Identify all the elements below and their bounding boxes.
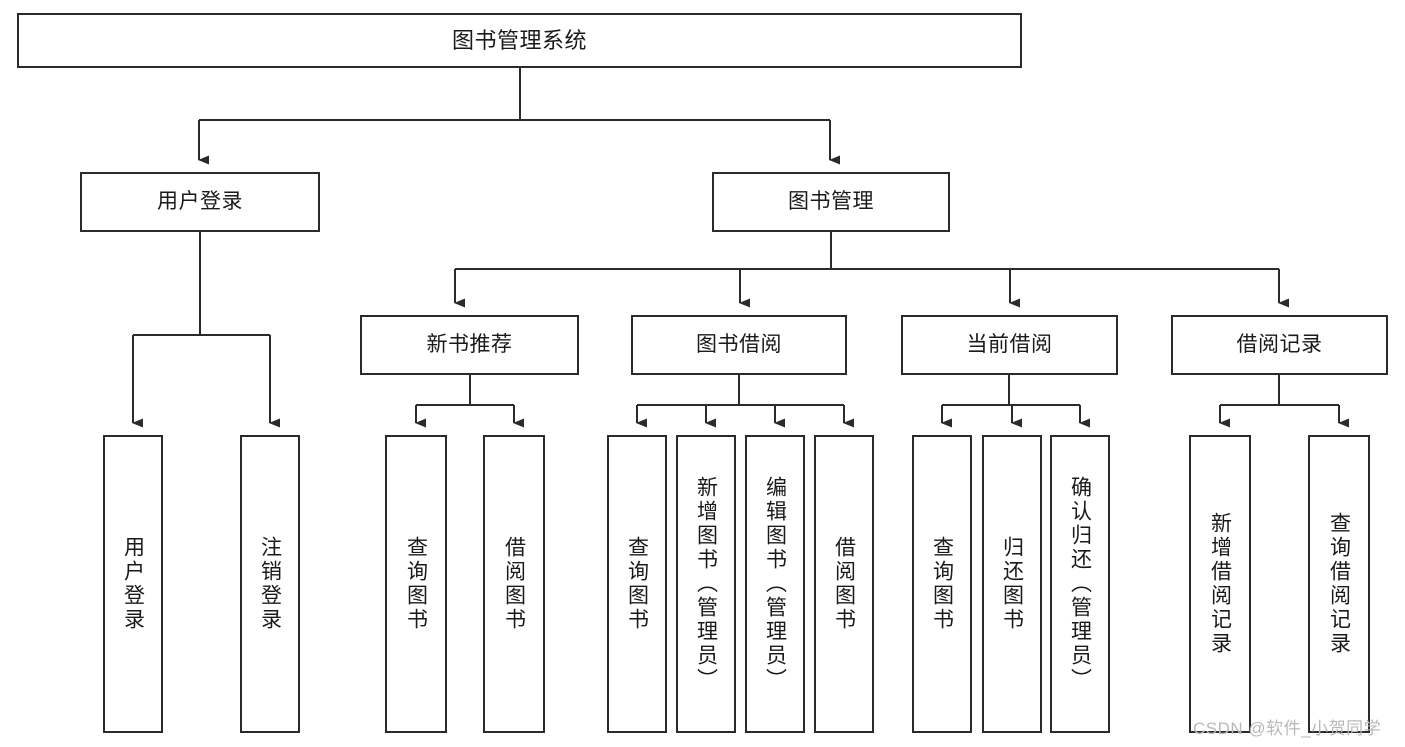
node-leaf-return-book[interactable]: 归还图书 — [982, 435, 1042, 733]
node-level3-borrow-record-label: 借阅记录 — [1236, 332, 1323, 356]
node-leaf-borrow-book[interactable]: 借阅图书 — [814, 435, 874, 733]
node-leaf-query-book-borrow[interactable]: 查询图书 — [607, 435, 667, 733]
node-leaf-return-book-label: 归还图书 — [1000, 536, 1024, 632]
node-leaf-edit-book-admin[interactable]: 编辑图书（管理员） — [745, 435, 805, 733]
node-leaf-query-book-recommend-label: 查询图书 — [404, 536, 428, 632]
node-leaf-add-borrow-record[interactable]: 新增借阅记录 — [1189, 435, 1251, 733]
watermark-text: CSDN @软件_小贺同学 — [1193, 719, 1382, 738]
node-leaf-add-book-admin-label: 新增图书（管理员） — [694, 476, 718, 692]
node-level3-borrow-record[interactable]: 借阅记录 — [1171, 315, 1388, 375]
node-leaf-confirm-return-admin-label: 确认归还（管理员） — [1068, 476, 1092, 692]
node-level3-book-borrow[interactable]: 图书借阅 — [631, 315, 847, 375]
node-leaf-borrow-book-recommend[interactable]: 借阅图书 — [483, 435, 545, 733]
node-root-label: 图书管理系统 — [451, 27, 587, 53]
node-leaf-query-borrow-record-label: 查询借阅记录 — [1327, 512, 1351, 656]
node-leaf-logout-label: 注销登录 — [258, 536, 282, 632]
node-root[interactable]: 图书管理系统 — [17, 13, 1022, 68]
node-leaf-borrow-book-recommend-label: 借阅图书 — [502, 536, 526, 632]
node-level2-book-management-label: 图书管理 — [788, 189, 874, 213]
node-leaf-add-borrow-record-label: 新增借阅记录 — [1208, 512, 1232, 656]
node-level3-current-borrow[interactable]: 当前借阅 — [901, 315, 1118, 375]
node-leaf-confirm-return-admin[interactable]: 确认归还（管理员） — [1050, 435, 1110, 733]
node-leaf-query-book-current-label: 查询图书 — [930, 536, 954, 632]
node-level2-user-login-label: 用户登录 — [157, 189, 243, 213]
node-level3-new-book-recommend[interactable]: 新书推荐 — [360, 315, 579, 375]
node-leaf-logout[interactable]: 注销登录 — [240, 435, 300, 733]
node-level2-book-management[interactable]: 图书管理 — [712, 172, 950, 232]
node-leaf-user-login[interactable]: 用户登录 — [103, 435, 163, 733]
node-leaf-query-book-current[interactable]: 查询图书 — [912, 435, 972, 733]
node-leaf-query-book-recommend[interactable]: 查询图书 — [385, 435, 447, 733]
node-leaf-borrow-book-label: 借阅图书 — [832, 536, 856, 632]
node-leaf-query-borrow-record[interactable]: 查询借阅记录 — [1308, 435, 1370, 733]
node-level3-new-book-recommend-label: 新书推荐 — [426, 332, 513, 356]
node-leaf-user-login-label: 用户登录 — [121, 536, 145, 632]
node-level2-user-login[interactable]: 用户登录 — [80, 172, 320, 232]
node-level3-book-borrow-label: 图书借阅 — [696, 332, 782, 356]
node-level3-current-borrow-label: 当前借阅 — [966, 332, 1053, 356]
node-leaf-edit-book-admin-label: 编辑图书（管理员） — [763, 476, 787, 692]
node-leaf-query-book-borrow-label: 查询图书 — [625, 536, 649, 632]
node-leaf-add-book-admin[interactable]: 新增图书（管理员） — [676, 435, 736, 733]
